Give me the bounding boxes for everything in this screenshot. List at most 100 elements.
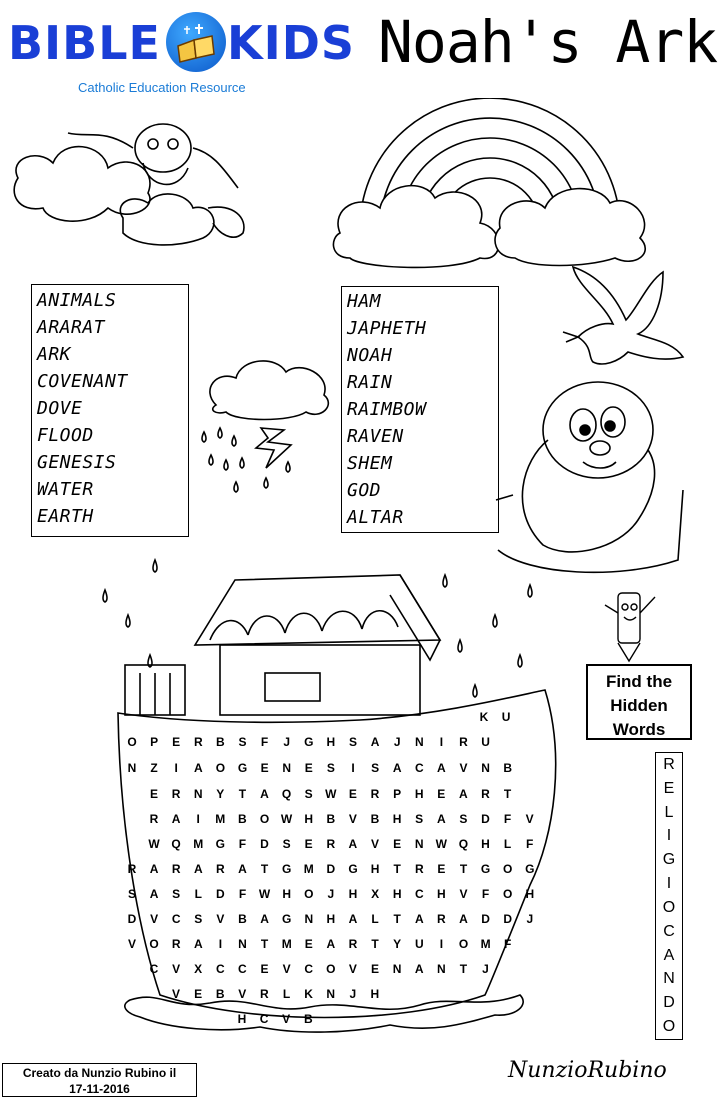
grid-letter[interactable]: R	[481, 787, 490, 801]
grid-letter[interactable]: E	[304, 937, 313, 951]
grid-letter[interactable]: T	[260, 862, 269, 876]
grid-letter[interactable]: M	[303, 862, 314, 876]
grid-letter[interactable]: H	[326, 912, 336, 926]
grid-letter[interactable]: W	[148, 837, 160, 851]
grid-letter[interactable]: S	[304, 787, 313, 801]
grid-letter[interactable]: G	[348, 862, 358, 876]
grid-letter[interactable]: R	[414, 862, 424, 876]
grid-letter[interactable]: A	[149, 887, 159, 901]
grid-letter[interactable]: B	[238, 812, 247, 826]
grid-letter[interactable]: N	[326, 987, 336, 1001]
grid-letter[interactable]: U	[414, 937, 424, 951]
grid-letter[interactable]: I	[218, 937, 223, 951]
grid-letter[interactable]: V	[282, 1012, 291, 1026]
grid-letter[interactable]: H	[370, 987, 380, 1001]
grid-letter[interactable]: R	[216, 862, 225, 876]
grid-letter[interactable]: H	[348, 887, 358, 901]
grid-letter[interactable]: A	[459, 787, 468, 801]
grid-letter[interactable]: B	[503, 761, 513, 775]
grid-letter[interactable]: E	[348, 787, 357, 801]
grid-letter[interactable]: F	[260, 735, 269, 749]
grid-letter[interactable]: L	[194, 887, 202, 901]
grid-letter[interactable]: H	[481, 837, 490, 851]
grid-letter[interactable]: S	[326, 761, 335, 775]
grid-letter[interactable]: Y	[216, 787, 225, 801]
grid-letter[interactable]: H	[370, 862, 380, 876]
grid-letter[interactable]: L	[371, 912, 379, 926]
grid-letter[interactable]: R	[348, 937, 358, 951]
grid-letter[interactable]: R	[459, 735, 468, 749]
grid-letter[interactable]: O	[215, 761, 226, 775]
grid-letter[interactable]: B	[216, 735, 225, 749]
grid-letter[interactable]: S	[172, 887, 181, 901]
grid-letter[interactable]: X	[371, 887, 380, 901]
grid-letter[interactable]: K	[304, 987, 313, 1001]
grid-letter[interactable]: N	[282, 761, 292, 775]
grid-letter[interactable]: V	[370, 837, 379, 851]
grid-letter[interactable]: O	[259, 812, 270, 826]
grid-letter[interactable]: K	[479, 710, 489, 724]
grid-letter[interactable]: W	[325, 787, 337, 801]
grid-letter[interactable]: E	[172, 735, 181, 749]
grid-letter[interactable]: N	[481, 761, 490, 775]
grid-letter[interactable]: V	[127, 937, 136, 951]
grid-letter[interactable]: A	[414, 912, 424, 926]
grid-letter[interactable]: F	[238, 887, 247, 901]
grid-letter[interactable]: U	[481, 735, 490, 749]
grid-letter[interactable]: S	[127, 887, 136, 901]
grid-letter[interactable]: P	[150, 735, 159, 749]
grid-letter[interactable]: Z	[150, 761, 158, 775]
grid-letter[interactable]: T	[393, 862, 401, 876]
grid-letter[interactable]: T	[260, 937, 269, 951]
grid-letter[interactable]: G	[480, 862, 491, 876]
grid-letter[interactable]: R	[193, 735, 203, 749]
grid-letter[interactable]: M	[281, 937, 292, 951]
grid-letter[interactable]: V	[348, 812, 357, 826]
grid-letter[interactable]: O	[458, 937, 469, 951]
grid-letter[interactable]: M	[215, 812, 226, 826]
grid-letter[interactable]: E	[260, 962, 269, 976]
grid-letter[interactable]: R	[171, 937, 181, 951]
grid-letter[interactable]: J	[526, 912, 534, 926]
grid-letter[interactable]: N	[193, 787, 203, 801]
grid-letter[interactable]: O	[127, 735, 137, 749]
grid-letter[interactable]: W	[258, 887, 271, 901]
grid-letter[interactable]: Q	[171, 837, 181, 851]
grid-letter[interactable]: B	[370, 812, 380, 826]
grid-letter[interactable]: J	[349, 987, 357, 1001]
grid-letter[interactable]: D	[481, 812, 490, 826]
grid-letter[interactable]: R	[171, 862, 181, 876]
grid-letter[interactable]: H	[392, 887, 402, 901]
grid-letter[interactable]: N	[436, 962, 446, 976]
grid-letter[interactable]: N	[238, 937, 247, 951]
grid-letter[interactable]: T	[371, 937, 379, 951]
grid-letter[interactable]: V	[525, 812, 534, 826]
grid-letter[interactable]: A	[392, 761, 402, 775]
grid-letter[interactable]: B	[326, 812, 336, 826]
grid-letter[interactable]: N	[414, 735, 424, 749]
grid-letter[interactable]: A	[370, 735, 380, 749]
grid-letter[interactable]: F	[481, 887, 490, 901]
grid-letter[interactable]: G	[282, 912, 292, 926]
grid-letter[interactable]: F	[526, 837, 534, 851]
grid-letter[interactable]: S	[282, 837, 291, 851]
grid-letter[interactable]: N	[127, 761, 137, 775]
grid-letter[interactable]: S	[238, 735, 247, 749]
grid-letter[interactable]: Q	[458, 837, 469, 851]
grid-letter[interactable]: A	[348, 837, 358, 851]
grid-letter[interactable]: C	[414, 761, 424, 775]
grid-letter[interactable]: V	[150, 912, 159, 926]
grid-letter[interactable]: J	[482, 962, 489, 976]
grid-letter[interactable]: R	[127, 862, 137, 876]
grid-letter[interactable]: G	[237, 761, 248, 775]
grid-letter[interactable]: V	[216, 912, 225, 926]
grid-letter[interactable]: R	[370, 787, 380, 801]
grid-letter[interactable]: T	[393, 912, 401, 926]
grid-letter[interactable]: O	[503, 862, 513, 876]
grid-letter[interactable]: L	[282, 987, 291, 1001]
grid-letter[interactable]: D	[260, 837, 269, 851]
grid-letter[interactable]: B	[303, 1012, 313, 1026]
grid-letter[interactable]: H	[392, 812, 402, 826]
grid-letter[interactable]: Y	[393, 937, 402, 951]
grid-letter[interactable]: J	[393, 735, 401, 749]
